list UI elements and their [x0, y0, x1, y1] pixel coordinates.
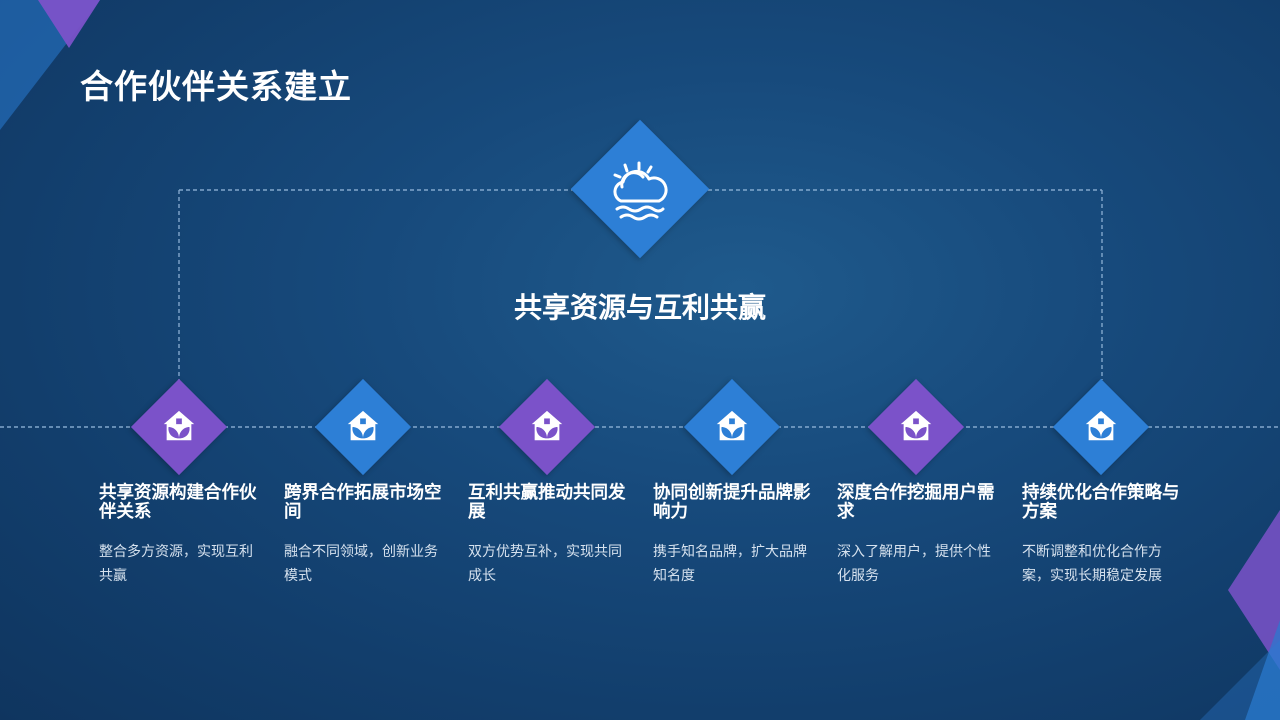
- page-title: 合作伙伴关系建立: [80, 67, 352, 106]
- corner-decoration-bottom-right: [1200, 510, 1280, 720]
- item-description: 双方优势互补，实现共同成长: [468, 544, 622, 584]
- item-card-3: 互利共赢推动共同发展 双方优势互补，实现共同成长: [468, 484, 634, 588]
- item-title: 持续优化合作策略与方案: [1022, 483, 1180, 522]
- item-description: 深入了解用户，提供个性化服务: [837, 544, 991, 584]
- item-description: 携手知名品牌，扩大品牌知名度: [653, 544, 807, 584]
- house-leaf-icon: [896, 407, 936, 447]
- house-leaf-icon: [343, 407, 383, 447]
- item-description: 融合不同领域，创新业务模式: [284, 544, 438, 584]
- item-description: 不断调整和优化合作方案，实现长期稳定发展: [1022, 544, 1162, 584]
- item-card-4: 协同创新提升品牌影响力 携手知名品牌，扩大品牌知名度: [653, 484, 819, 588]
- item-card-5: 深度合作挖掘用户需求 深入了解用户，提供个性化服务: [837, 484, 1003, 588]
- item-title: 深度合作挖掘用户需求: [837, 483, 995, 522]
- item-title: 跨界合作拓展市场空间: [284, 483, 442, 522]
- item-card-6: 持续优化合作策略与方案 不断调整和优化合作方案，实现长期稳定发展: [1022, 484, 1188, 588]
- item-title: 共享资源构建合作伙伴关系: [99, 483, 257, 522]
- house-leaf-icon: [712, 407, 752, 447]
- house-leaf-icon: [527, 407, 567, 447]
- item-title: 协同创新提升品牌影响力: [653, 483, 811, 522]
- item-card-2: 跨界合作拓展市场空间 融合不同领域，创新业务模式: [284, 484, 450, 588]
- corner-decoration-top-left: [0, 0, 100, 130]
- item-description: 整合多方资源，实现互利共赢: [99, 544, 253, 584]
- item-title: 互利共赢推动共同发展: [468, 483, 626, 522]
- item-card-1: 共享资源构建合作伙伴关系 整合多方资源，实现互利共赢: [99, 484, 265, 588]
- house-leaf-icon: [159, 407, 199, 447]
- center-label: 共享资源与互利共赢: [513, 291, 766, 324]
- weather-cloud-sun-icon: [600, 150, 680, 230]
- house-leaf-icon: [1081, 407, 1121, 447]
